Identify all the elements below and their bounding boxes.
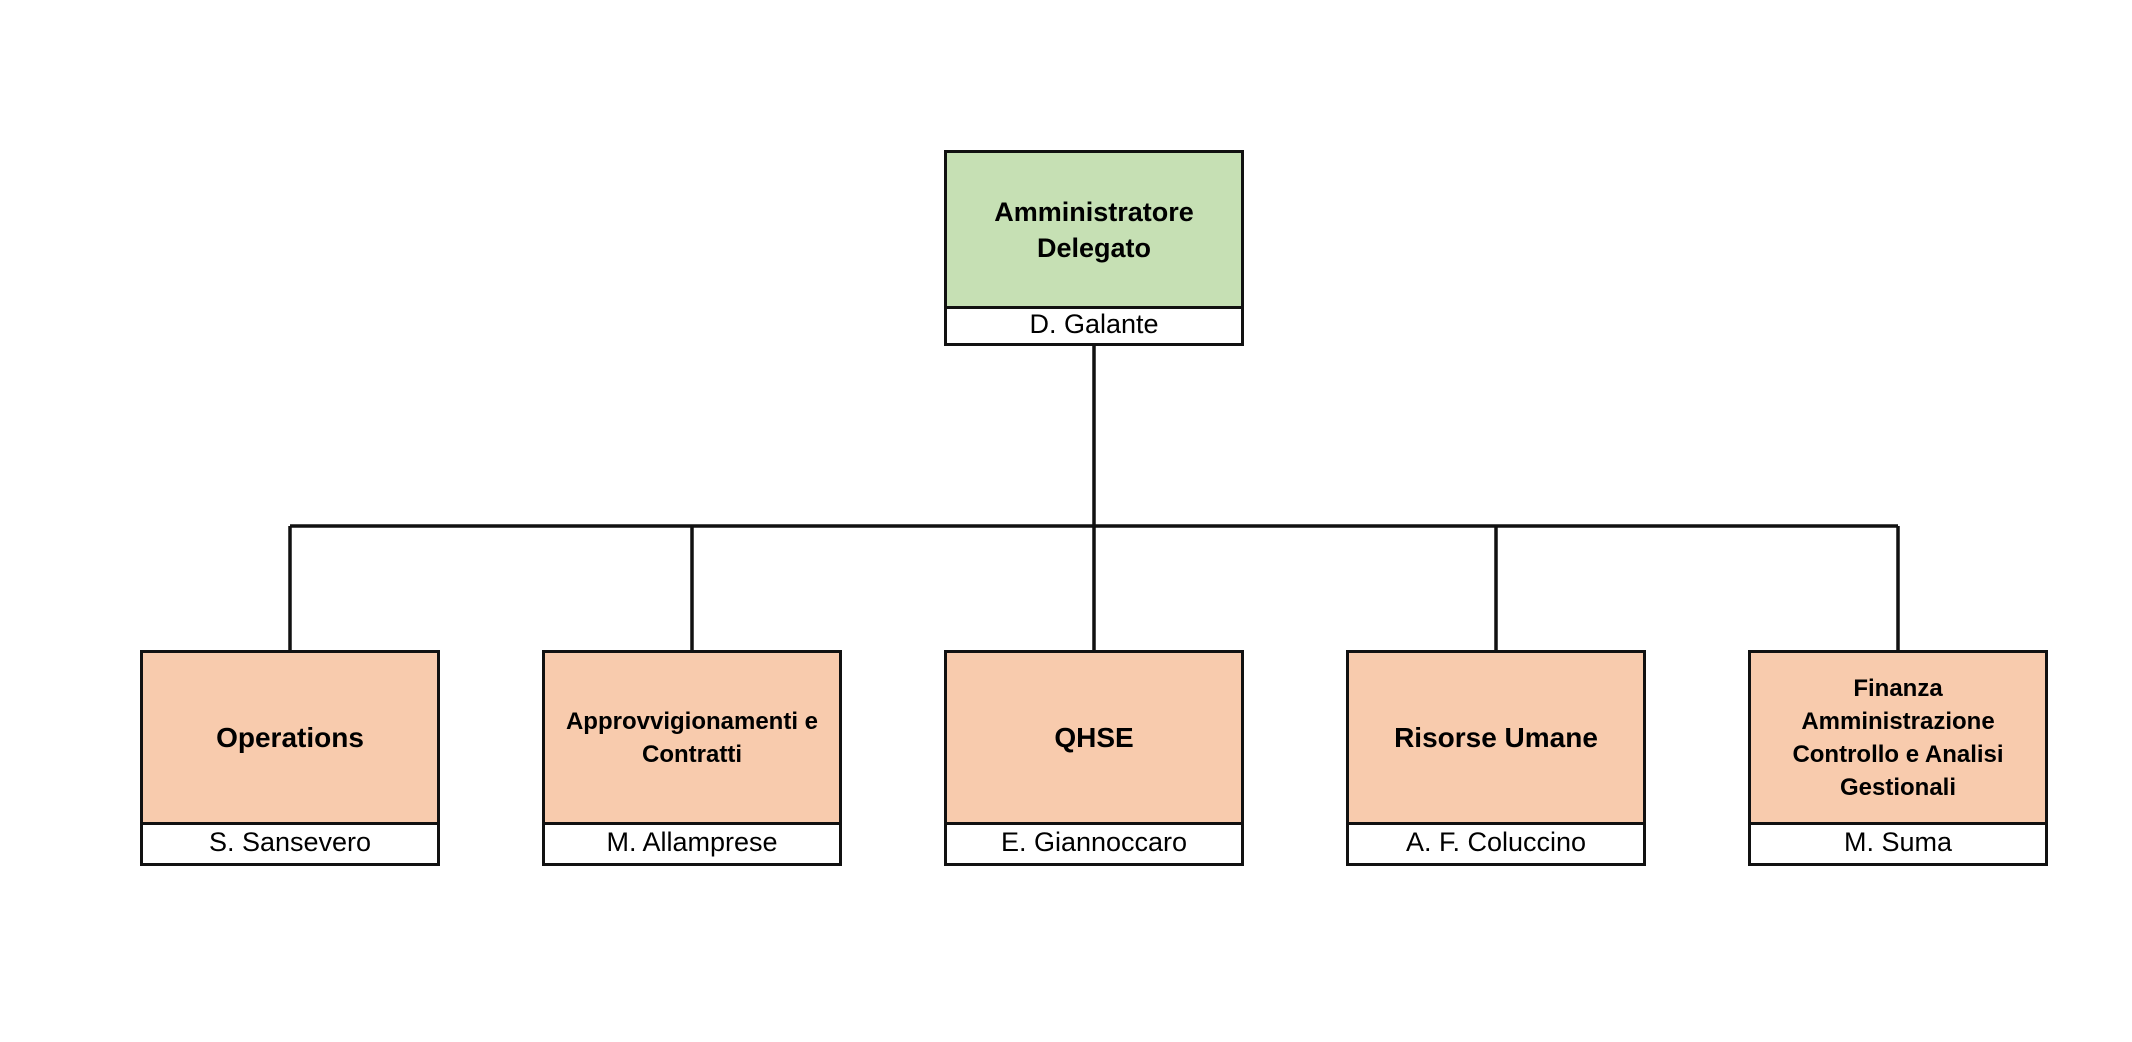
node-person-name: M. Allamprese	[606, 827, 778, 857]
org-node-approvvigionamenti-e-contratti: Approvvigionamenti e Contratti M. Allamp…	[542, 650, 842, 866]
node-title: QHSE	[947, 653, 1241, 825]
node-person-name: S. Sansevero	[208, 827, 372, 857]
node-title: Operations	[143, 653, 437, 825]
node-person-name: D. Galante	[1029, 309, 1159, 339]
node-person-name: A. F. Coluccino	[1405, 827, 1587, 857]
node-title: Finanza Amministrazione Controllo e Anal…	[1751, 653, 2045, 825]
org-node-finanza-amministrazione: Finanza Amministrazione Controllo e Anal…	[1748, 650, 2048, 866]
node-person-name: E. Giannoccaro	[1000, 827, 1188, 857]
org-node-risorse-umane: Risorse Umane A. F. Coluccino	[1346, 650, 1646, 866]
node-person-name: M. Suma	[1843, 827, 1953, 857]
node-title: Risorse Umane	[1349, 653, 1643, 825]
org-node-operations: Operations S. Sansevero	[140, 650, 440, 866]
node-title: Amministratore Delegato	[947, 153, 1241, 309]
org-node-qhse: QHSE E. Giannoccaro	[944, 650, 1244, 866]
node-title: Approvvigionamenti e Contratti	[545, 653, 839, 825]
org-node-amministratore-delegato: Amministratore Delegato D. Galante	[944, 150, 1244, 346]
